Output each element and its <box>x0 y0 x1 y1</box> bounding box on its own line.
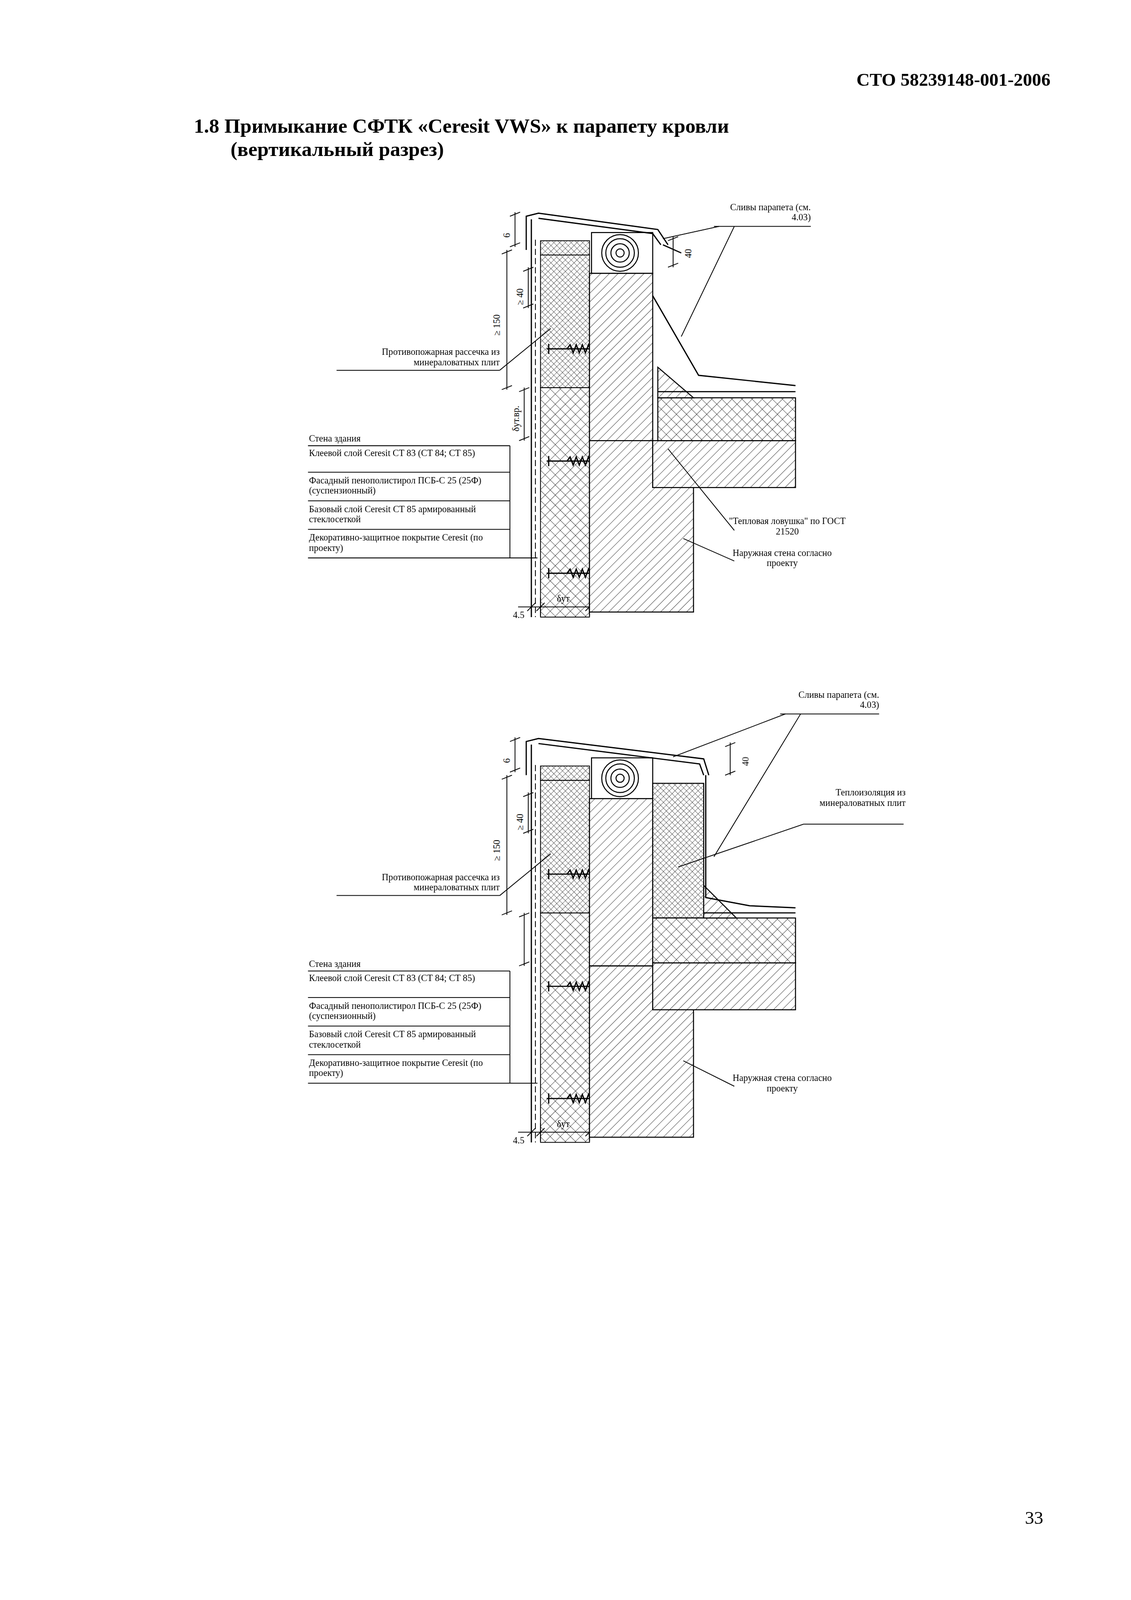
dimension: ≥ 150 <box>491 838 503 862</box>
layer-label: Базовый слой Ceresit CT 85 армированный … <box>309 1028 509 1050</box>
layer-label: Фасадный пенополистирол ПСБ-С 25 (25Ф) (… <box>309 475 509 497</box>
layer-label: Клеевой слой Ceresit CT 83 (CT 84; CT 85… <box>309 972 509 984</box>
callout-text: Сливы парапета (см. 4.03) <box>780 689 880 711</box>
dimension: δут <box>556 1118 570 1130</box>
document-code: СТО 58239148-001-2006 <box>795 69 1051 91</box>
dimension: δут.вр. <box>510 404 522 433</box>
layer-label: Декоративно-защитное покрытие Ceresit (п… <box>309 1057 509 1079</box>
dimension: 40 <box>683 247 694 260</box>
callout-text: "Тепловая ловушка" по ГОСТ 21520 <box>726 516 849 538</box>
dimension: 40 <box>740 755 752 768</box>
layer-label: Фасадный пенополистирол ПСБ-С 25 (25Ф) (… <box>309 1000 509 1022</box>
dimension: δут <box>556 593 570 605</box>
callout-text: Сливы парапета (см. 4.03) <box>713 202 811 224</box>
callout-text: Противопожарная рассечка из минераловатн… <box>336 346 500 368</box>
dimension: 6 <box>501 232 513 239</box>
dimension: ≥ 40 <box>514 287 526 307</box>
dimension: ≥ 150 <box>491 313 503 337</box>
dimension: 6 <box>501 757 513 764</box>
callout-text: Противопожарная рассечка из минераловатн… <box>336 871 500 893</box>
dimension: 4.5 <box>513 609 525 621</box>
layer-label: Стена здания <box>309 433 509 444</box>
page-number: 33 <box>1024 1507 1043 1529</box>
callout-text: Наружная стена согласно проекту <box>726 547 839 569</box>
callout-text: Теплоизоляция из минераловатных плит <box>803 787 906 809</box>
section-title: 1.8 Примыкание СФТК «Ceresit VWS» к пара… <box>193 114 863 161</box>
layer-label: Базовый слой Ceresit CT 85 армированный … <box>309 503 509 525</box>
dimension: ≥ 40 <box>514 812 526 832</box>
layer-label: Клеевой слой Ceresit CT 83 (CT 84; CT 85… <box>309 447 509 459</box>
callout-text: Наружная стена согласно проекту <box>726 1073 839 1095</box>
dimension: 4.5 <box>513 1135 525 1146</box>
layer-label: Стена здания <box>309 958 509 970</box>
layer-label: Декоративно-защитное покрытие Ceresit (п… <box>309 532 509 554</box>
